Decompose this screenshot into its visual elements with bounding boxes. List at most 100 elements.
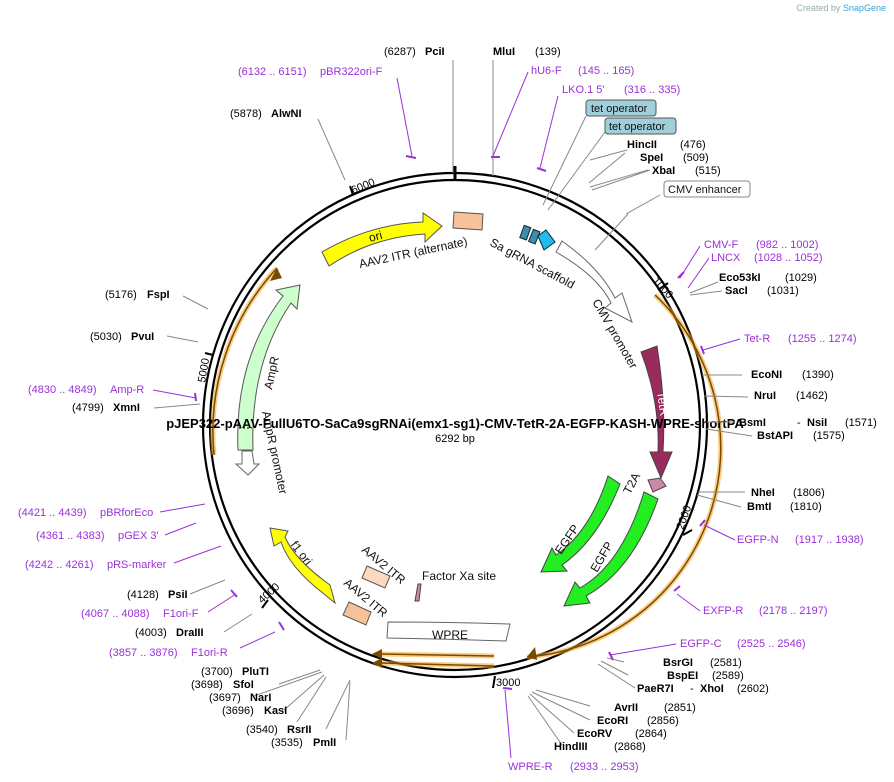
primer-lncx[interactable]: LNCX (1028 .. 1052) bbox=[711, 252, 823, 264]
svg-text:(6132 .. 6151): (6132 .. 6151) bbox=[238, 66, 307, 78]
primer-pbrforeco[interactable]: (4421 .. 4439) pBRforEco bbox=[18, 507, 153, 519]
site-ecorv[interactable]: EcoRV (2864) bbox=[577, 728, 667, 740]
site-bsmi-nsii[interactable]: BsmI - NsiI (1571) bbox=[739, 417, 877, 429]
primer-lko1-5[interactable]: LKO.1 5' (316 .. 335) bbox=[562, 84, 680, 96]
site-nhei[interactable]: NheI (1806) bbox=[751, 487, 825, 499]
primer-f1ori-f[interactable]: (4067 .. 4088) F1ori-F bbox=[81, 608, 199, 620]
tet-operator-label-2[interactable]: tet operator bbox=[604, 117, 677, 135]
svg-text:(316 .. 335): (316 .. 335) bbox=[624, 84, 680, 96]
site-bspei[interactable]: BspEI (2589) bbox=[667, 670, 744, 682]
site-xbai[interactable]: XbaI (515) bbox=[652, 165, 721, 177]
svg-text:(3540): (3540) bbox=[246, 724, 278, 736]
site-nrui[interactable]: NruI (1462) bbox=[754, 390, 828, 402]
svg-text:(2933 .. 2953): (2933 .. 2953) bbox=[570, 761, 639, 773]
wpre-box bbox=[386, 621, 511, 642]
svg-text:FspI: FspI bbox=[147, 289, 170, 301]
svg-text:(3696): (3696) bbox=[222, 705, 254, 717]
svg-text:EXFP-R: EXFP-R bbox=[703, 605, 743, 617]
svg-text:PmlI: PmlI bbox=[313, 737, 336, 749]
orange-tracks bbox=[210, 266, 724, 669]
site-draiii[interactable]: (4003) DraIII bbox=[135, 627, 204, 639]
primer-prs-marker[interactable]: (4242 .. 4261) pRS-marker bbox=[25, 559, 167, 571]
svg-text:(1806): (1806) bbox=[793, 487, 825, 499]
site-kasi[interactable]: (3696) KasI bbox=[222, 705, 287, 717]
site-rsrii[interactable]: (3540) RsrII bbox=[246, 724, 311, 736]
svg-text:(5176): (5176) bbox=[105, 289, 137, 301]
svg-text:hU6-F: hU6-F bbox=[531, 65, 562, 77]
primer-pgex3[interactable]: (4361 .. 4383) pGEX 3' bbox=[36, 530, 159, 542]
primer-f1ori-r[interactable]: (3857 .. 3876) F1ori-R bbox=[109, 647, 228, 659]
site-xmni[interactable]: (4799) XmnI bbox=[72, 402, 140, 414]
site-pvui[interactable]: (5030) PvuI bbox=[90, 331, 154, 343]
svg-text:BspEI: BspEI bbox=[667, 670, 698, 682]
site-bmti[interactable]: BmtI (1810) bbox=[747, 501, 822, 513]
svg-text:EGFP-N: EGFP-N bbox=[737, 534, 779, 546]
site-bsrgi[interactable]: BsrGI (2581) bbox=[663, 657, 742, 669]
svg-text:(2851): (2851) bbox=[664, 702, 696, 714]
svg-text:KasI: KasI bbox=[264, 705, 287, 717]
svg-text:(4067 .. 4088): (4067 .. 4088) bbox=[81, 608, 150, 620]
tet-operator-label-1[interactable]: tet operator bbox=[585, 99, 657, 117]
svg-text:(4361 .. 4383): (4361 .. 4383) bbox=[36, 530, 105, 542]
svg-text:F1ori-F: F1ori-F bbox=[163, 608, 199, 620]
svg-text:PluTI: PluTI bbox=[242, 666, 269, 678]
site-bstapi[interactable]: BstAPI (1575) bbox=[757, 430, 845, 442]
primer-pbr322ori-f[interactable]: (6132 .. 6151) pBR322ori-F bbox=[238, 66, 383, 78]
ampr-label: AmpR bbox=[261, 355, 282, 391]
svg-text:tet operator: tet operator bbox=[591, 103, 648, 115]
site-hindiii[interactable]: HindIII (2868) bbox=[554, 741, 646, 753]
primer-cmv-f[interactable]: CMV-F (982 .. 1002) bbox=[704, 239, 818, 251]
site-ecori[interactable]: EcoRI (2856) bbox=[597, 715, 679, 727]
site-pcii[interactable]: (6287) PciI bbox=[384, 46, 445, 58]
site-psii[interactable]: (4128) PsiI bbox=[127, 589, 188, 601]
svg-text:(2178 .. 2197): (2178 .. 2197) bbox=[759, 605, 828, 617]
svg-text:BmtI: BmtI bbox=[747, 501, 771, 513]
t2a-label: T2A bbox=[620, 470, 643, 496]
svg-text:(2602): (2602) bbox=[737, 683, 769, 695]
site-spei[interactable]: SpeI (509) bbox=[640, 152, 709, 164]
svg-text:(982 .. 1002): (982 .. 1002) bbox=[756, 239, 818, 251]
site-sfoi[interactable]: (3698) SfoI bbox=[191, 679, 254, 691]
site-avrii[interactable]: AvrII (2851) bbox=[614, 702, 696, 714]
primer-egfp-n[interactable]: EGFP-N (1917 .. 1938) bbox=[737, 534, 864, 546]
svg-text:(3535): (3535) bbox=[271, 737, 303, 749]
primer-amp-r[interactable]: (4830 .. 4849) Amp-R bbox=[28, 384, 144, 396]
svg-text:(5030): (5030) bbox=[90, 331, 122, 343]
primer-wpre-r[interactable]: WPRE-R (2933 .. 2953) bbox=[508, 761, 639, 773]
svg-text:RsrII: RsrII bbox=[287, 724, 311, 736]
svg-text:(145 .. 165): (145 .. 165) bbox=[578, 65, 634, 77]
site-mlui[interactable]: MluI (139) bbox=[493, 46, 561, 58]
site-alwni[interactable]: (5878) AlwNI bbox=[230, 108, 302, 120]
primer-egfp-c[interactable]: EGFP-C (2525 .. 2546) bbox=[680, 638, 806, 650]
tick-3000: 3000 bbox=[496, 677, 520, 689]
primer-hu6-f[interactable]: hU6-F (145 .. 165) bbox=[531, 65, 634, 77]
svg-text:(1571): (1571) bbox=[845, 417, 877, 429]
site-pluti[interactable]: (3700) PluTI bbox=[201, 666, 269, 678]
egfp-arrow-2 bbox=[563, 491, 659, 607]
site-pmli[interactable]: (3535) PmlI bbox=[271, 737, 336, 749]
tetr-label: TetR bbox=[654, 390, 671, 417]
cmv-enhancer-label[interactable]: CMV enhancer bbox=[663, 180, 751, 198]
watermark-prefix: Created by bbox=[796, 3, 841, 13]
svg-text:AlwNI: AlwNI bbox=[271, 108, 302, 120]
svg-text:(1031): (1031) bbox=[767, 285, 799, 297]
site-fspi[interactable]: (5176) FspI bbox=[105, 289, 170, 301]
primer-tet-r[interactable]: Tet-R (1255 .. 1274) bbox=[744, 333, 857, 345]
site-econi[interactable]: EcoNI (1390) bbox=[751, 369, 834, 381]
site-hincii[interactable]: HincII (476) bbox=[627, 139, 706, 151]
svg-text:LNCX: LNCX bbox=[711, 252, 741, 264]
site-nari[interactable]: (3697) NarI bbox=[209, 692, 271, 704]
tick-2000: 2000 bbox=[675, 504, 695, 531]
site-saci[interactable]: SacI (1031) bbox=[725, 285, 799, 297]
site-paer7i-xhoi[interactable]: PaeR7I - XhoI (2602) bbox=[637, 683, 769, 695]
enzyme-leaders bbox=[153, 60, 753, 746]
primer-exfp-r[interactable]: EXFP-R (2178 .. 2197) bbox=[703, 605, 828, 617]
svg-text:(1028 .. 1052): (1028 .. 1052) bbox=[754, 252, 823, 264]
factor-xa-box bbox=[414, 583, 422, 602]
cmv-promoter-arrow bbox=[555, 240, 633, 324]
site-eco53ki[interactable]: Eco53kI (1029) bbox=[719, 272, 817, 284]
svg-text:(1255 .. 1274): (1255 .. 1274) bbox=[788, 333, 857, 345]
sa-gRNA-scaffold-arrow bbox=[537, 229, 556, 251]
svg-text:EGFP-C: EGFP-C bbox=[680, 638, 722, 650]
